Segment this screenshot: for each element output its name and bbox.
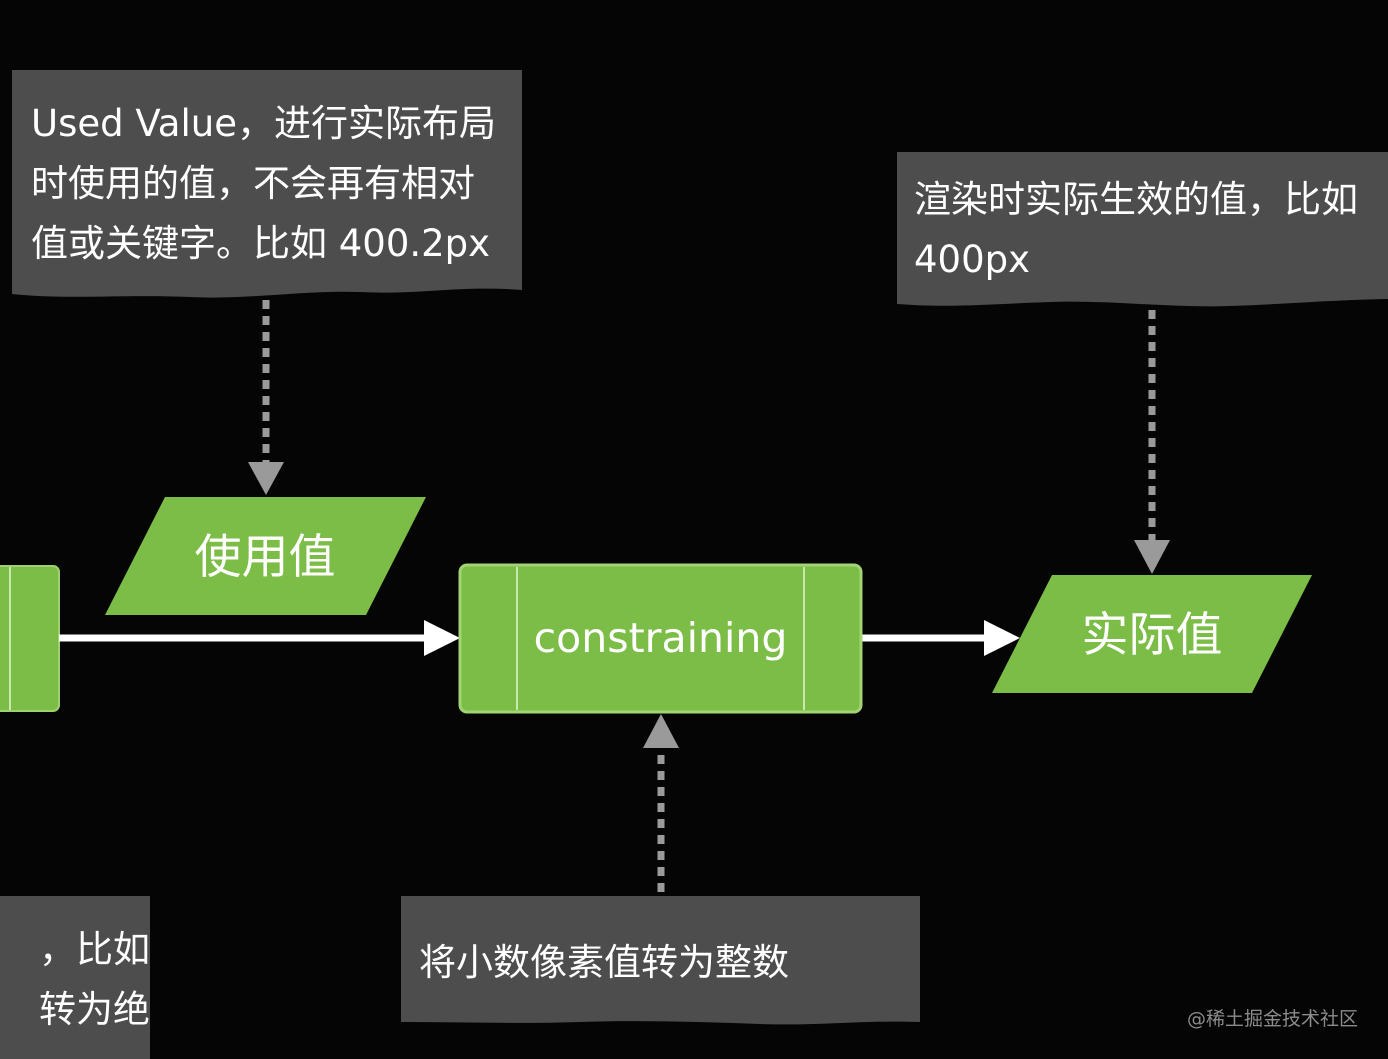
note-used-value-text: Used Value，进行实际布局 时使用的值，不会再有相对 值或关键字。比如 … <box>31 102 496 265</box>
node-used-value-label: 使用值 <box>194 530 336 585</box>
note-actual-value-shape <box>897 152 1388 307</box>
note-constraining-shape <box>401 896 920 1025</box>
dotted-arrowhead-constraining <box>643 714 679 748</box>
flow-arrowhead-left-to-constraining <box>424 620 460 656</box>
watermark: @稀土掘金技术社区 <box>1186 1008 1358 1030</box>
note-left-partial-text: ，比如 转为绝 <box>39 928 150 1031</box>
node-constraining-shape <box>458 563 863 714</box>
flow-arrowhead-constraining-to-actual <box>984 620 1020 656</box>
dotted-arrowhead-actual-value <box>1134 540 1170 574</box>
node-constraining-label: constraining <box>533 614 788 662</box>
note-used-value-shape <box>12 70 522 298</box>
note-left-partial-shape <box>0 896 150 1059</box>
note-actual-value-text: 渲染时实际生效的值，比如 400px <box>914 178 1358 281</box>
node-used-value-shape <box>105 497 426 615</box>
node-actual-value-label: 实际值 <box>1081 608 1223 663</box>
dotted-arrowhead-used-value <box>248 462 284 495</box>
node-actual-value-shape <box>992 575 1312 693</box>
note-constraining-text: 将小数像素值转为整数 <box>419 941 789 984</box>
process-box-left-partial <box>0 565 60 712</box>
